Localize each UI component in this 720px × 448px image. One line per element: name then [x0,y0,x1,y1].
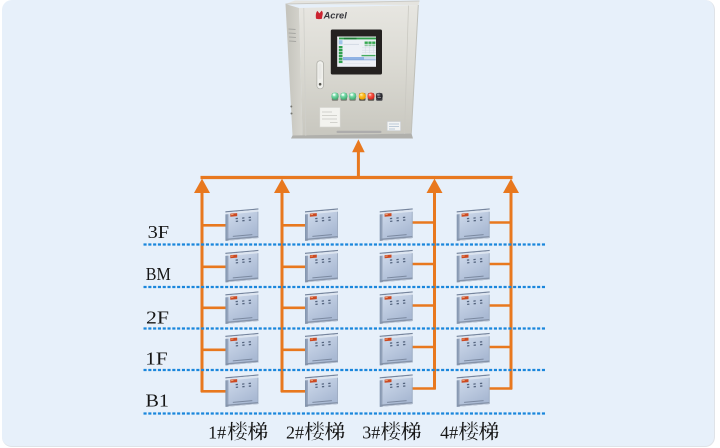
svg-text:BM: BM [146,264,171,284]
svg-text:Acrel: Acrel [323,11,347,22]
svg-text:1F: 1F [145,349,168,369]
svg-text:2#: 2# [286,422,304,442]
svg-text:3#: 3# [362,422,380,442]
svg-text:3F: 3F [148,222,170,242]
svg-text:4#: 4# [440,422,458,442]
svg-text:B1: B1 [146,390,170,410]
svg-text:1#: 1# [208,422,226,442]
svg-text:2F: 2F [146,308,169,328]
